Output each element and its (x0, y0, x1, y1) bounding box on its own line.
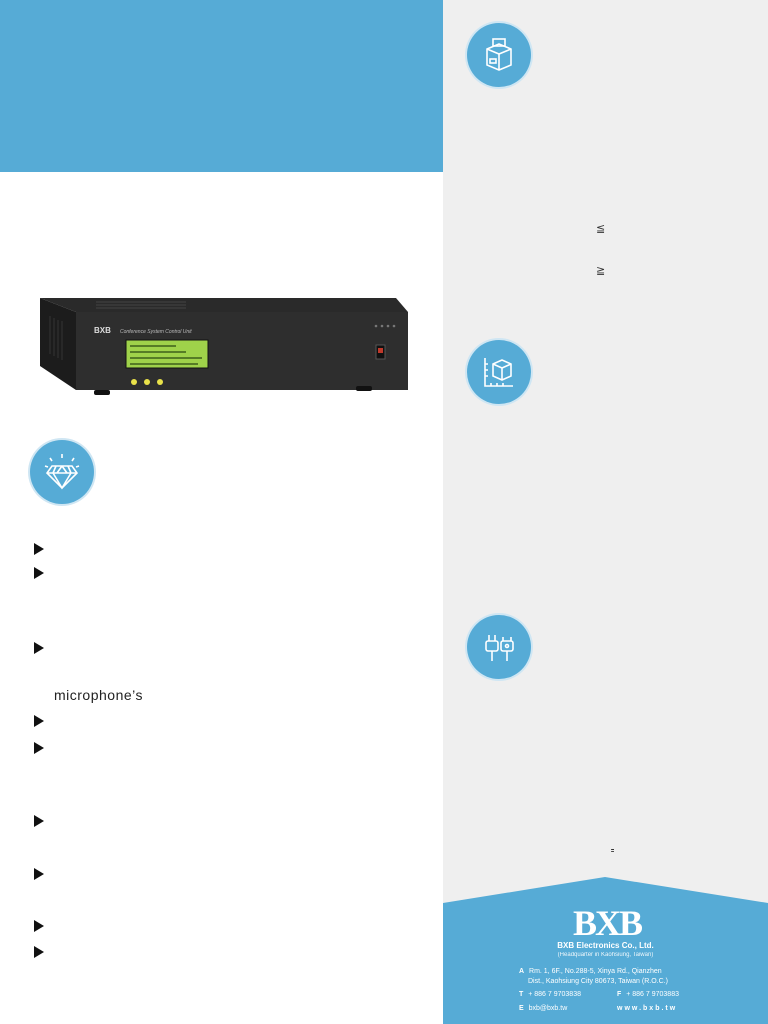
top-banner (0, 0, 443, 172)
less-equal-symbol: ≦ (596, 222, 606, 235)
address-line-2: Dist., Kaohsiung City 80673, Taiwan (R.O… (528, 978, 668, 985)
address-block: A Rm. 1, 6F., No.288-5, Xinya Rd., Qianz… (519, 967, 668, 987)
phone-block: T + 886 7 9703838 (519, 990, 581, 1000)
bullet-marker (34, 567, 44, 579)
bullet-marker (34, 815, 44, 827)
package-box-icon (467, 23, 531, 87)
email-label: E (519, 1005, 524, 1012)
company-footer: BXB BXB Electronics Co., Ltd. (Headquart… (443, 875, 768, 1024)
inch-symbol: " (603, 847, 617, 854)
bullet-marker (34, 543, 44, 555)
dimension-box-icon (467, 340, 531, 404)
diamond-icon (30, 440, 94, 504)
device-brand-label: BXB (94, 326, 111, 335)
bullet-marker (34, 920, 44, 932)
fax-label: F (617, 991, 622, 998)
address-line-1: Rm. 1, 6F., No.288-5, Xinya Rd., Qianzhe… (529, 968, 662, 975)
fax-block: F + 886 7 9703883 (617, 990, 679, 1000)
phone-label: T (519, 991, 524, 998)
bullet-marker (34, 742, 44, 754)
device-model-label: Conference System Control Unit (120, 329, 192, 335)
address-label: A (519, 968, 525, 975)
spec-side-panel (443, 0, 768, 1024)
bullet-marker (34, 946, 44, 958)
bullet-marker (34, 715, 44, 727)
power-plug-icon (467, 615, 531, 679)
email-block: E bxb@bxb.tw (519, 1004, 567, 1014)
bullet-marker (34, 868, 44, 880)
company-logo: BXB (573, 905, 645, 941)
email-link[interactable]: bxb@bxb.tw (528, 1005, 568, 1012)
website-link[interactable]: www.bxb.tw (617, 1005, 678, 1012)
greater-equal-symbol: ≧ (596, 264, 606, 277)
fax-number: + 886 7 9703883 (626, 991, 679, 998)
svg-text:BXB: BXB (573, 905, 643, 941)
product-image: BXB Conference System Control Unit (36, 290, 408, 400)
company-name: BXB Electronics Co., Ltd. (557, 941, 654, 950)
company-subtitle: (Headquarter in Kaohsiung, Taiwan) (557, 952, 654, 958)
feature-text-microphone: microphone’s (54, 687, 144, 703)
bullet-marker (34, 642, 44, 654)
phone-number: + 886 7 9703838 (528, 991, 581, 998)
